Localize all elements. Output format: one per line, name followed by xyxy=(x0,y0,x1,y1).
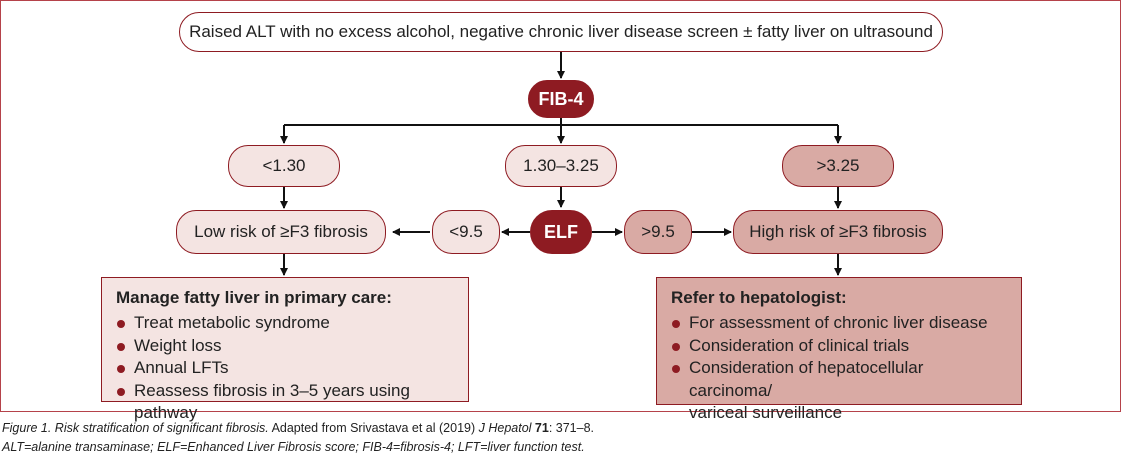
hepatologist-item: Consideration of hepatocellular carcinom… xyxy=(671,357,1007,402)
primary-care-item: Weight loss xyxy=(116,335,454,358)
hepatologist-title: Refer to hepatologist: xyxy=(671,288,847,307)
caption-adapted: Adapted from Srivastava et al (2019) xyxy=(268,421,479,435)
primary-care-item: Reassess fibrosis in 3–5 years using pat… xyxy=(116,380,454,425)
primary-care-item: Annual LFTs xyxy=(116,357,454,380)
branch-low: <1.30 xyxy=(228,145,340,187)
primary-care-item: Treat metabolic syndrome xyxy=(116,312,454,335)
primary-care-list: Treat metabolic syndrome Weight loss Ann… xyxy=(116,312,454,425)
hepatologist-item: Consideration of clinical trials xyxy=(671,335,1007,358)
caption-pages: : 371–8. xyxy=(548,421,595,435)
hepatologist-list: For assessment of chronic liver disease … xyxy=(671,312,1007,425)
caption-title: Figure 1. Risk stratification of signifi… xyxy=(2,421,269,435)
figure-caption-line1: Figure 1. Risk stratification of signifi… xyxy=(2,421,594,435)
elf-low-box: <9.5 xyxy=(432,210,500,254)
caption-volume: 71 xyxy=(531,421,549,435)
elf-node: ELF xyxy=(530,210,592,254)
top-condition-box: Raised ALT with no excess alcohol, negat… xyxy=(179,12,943,52)
caption-journal: J Hepatol xyxy=(478,421,532,435)
high-risk-box: High risk of ≥F3 fibrosis xyxy=(733,210,943,254)
elf-high-box: >9.5 xyxy=(624,210,692,254)
primary-care-title: Manage fatty liver in primary care: xyxy=(116,288,392,307)
connector-lines xyxy=(280,52,842,276)
hepatologist-box: Refer to hepatologist: For assessment of… xyxy=(656,277,1022,422)
branch-mid: 1.30–3.25 xyxy=(505,145,617,187)
figure-frame xyxy=(0,0,1121,412)
low-risk-box: Low risk of ≥F3 fibrosis xyxy=(176,210,386,254)
figure-caption-line2: ALT=alanine transaminase; ELF=Enhanced L… xyxy=(2,440,585,454)
hepatologist-item: For assessment of chronic liver disease xyxy=(671,312,1007,335)
fib4-node: FIB-4 xyxy=(528,80,594,118)
branch-high: >3.25 xyxy=(782,145,894,187)
primary-care-box: Manage fatty liver in primary care: Trea… xyxy=(101,277,469,422)
hepatologist-item-continued: variceal surveillance xyxy=(689,403,843,422)
